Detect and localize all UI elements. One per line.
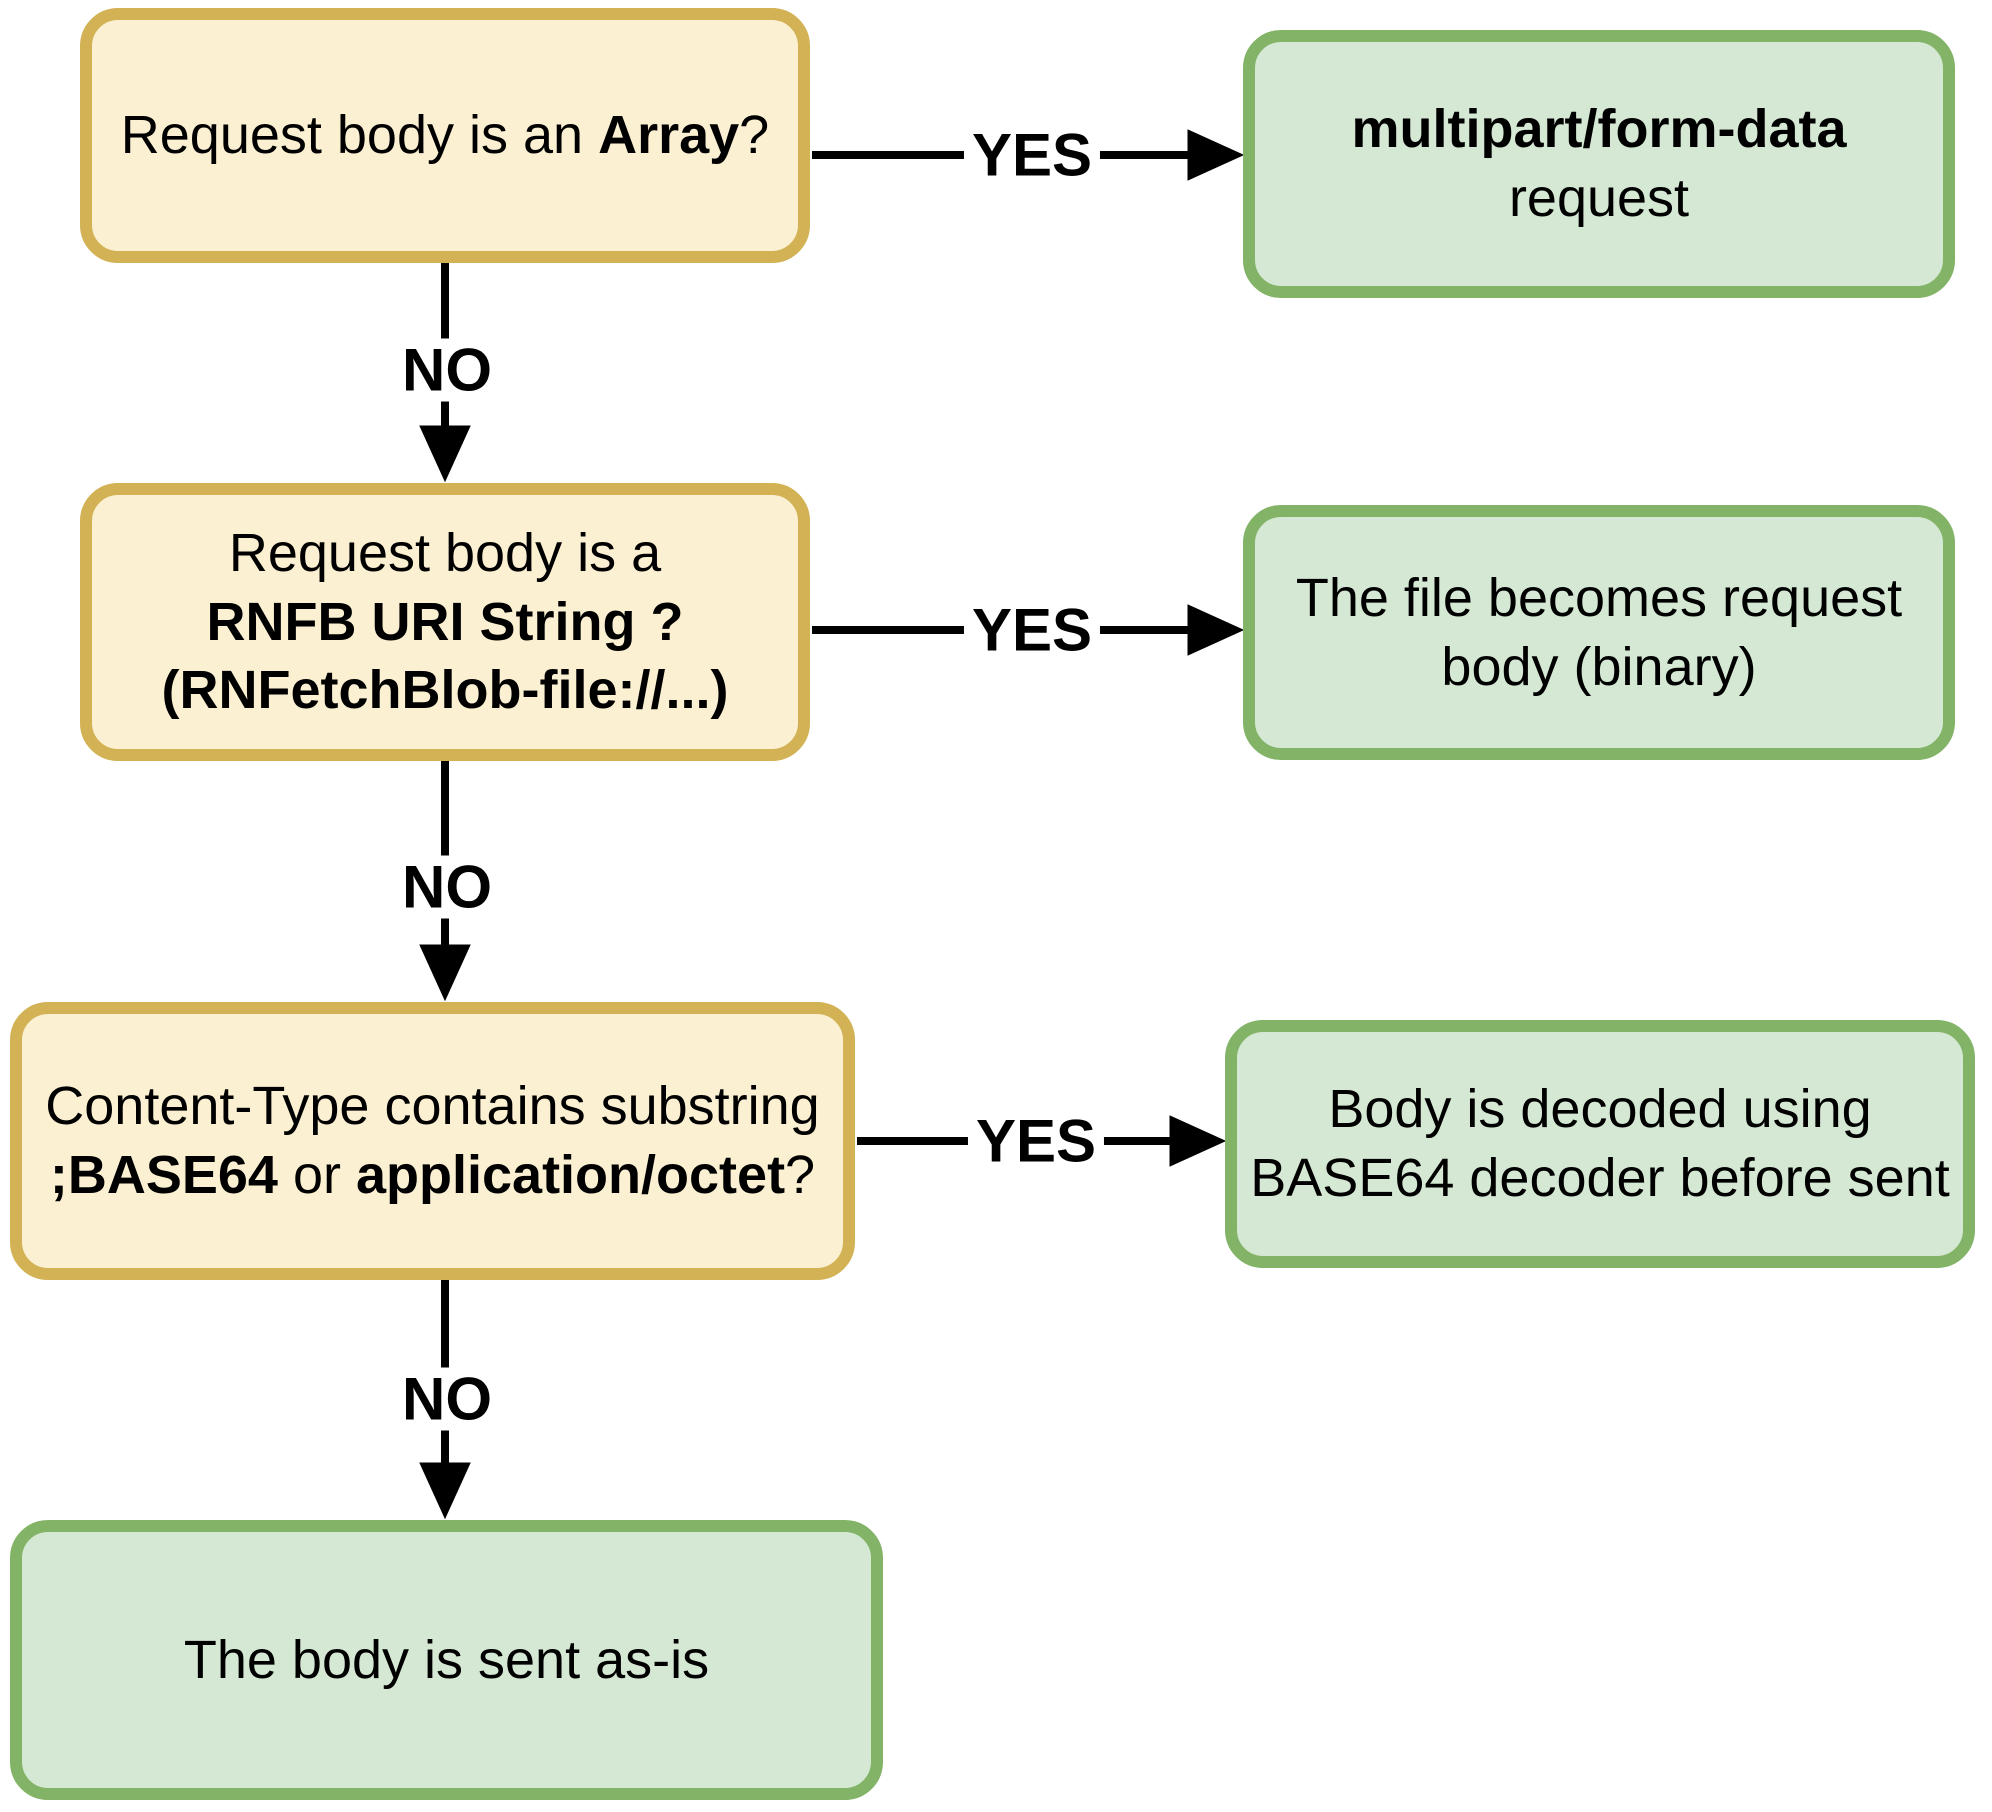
- result-node-body-sent-as-is: The body is sent as-is: [10, 1520, 883, 1800]
- text-regular: Request body is an: [120, 105, 599, 166]
- text-bold: RNFB URI String ?: [206, 591, 684, 652]
- result-node-text-line1: multipart/form-data: [1351, 95, 1846, 164]
- result-node-text-line1: Body is decoded using: [1328, 1079, 1872, 1140]
- text-bold: ;BASE64: [49, 1145, 278, 1205]
- decision-node-text-line2: RNFB URI String ?: [207, 588, 684, 657]
- result-node-text-line2: BASE64 decoder before sent: [1250, 1148, 1950, 1208]
- text-regular: ?: [739, 105, 770, 166]
- decision-node-text: Request body is an Array?: [121, 101, 769, 170]
- text-bold: multipart/form-data: [1351, 99, 1847, 160]
- edge-label-no-3: NO: [394, 1367, 500, 1431]
- edge-no3-arrowhead-icon: [419, 1462, 471, 1520]
- result-node-text-line2: request: [1508, 168, 1690, 228]
- result-node-multipart-form-data: multipart/form-data request: [1243, 30, 1955, 298]
- edge-no1-arrowhead-icon: [419, 425, 471, 483]
- decision-node-content-type-base64: Content-Type contains substring ;BASE64 …: [10, 1002, 855, 1280]
- decision-node-text-line1: Request body is a: [228, 523, 662, 584]
- edge-yes1-arrowhead-icon: [1187, 129, 1245, 181]
- result-node-text-line1: The file becomes request: [1295, 567, 1903, 628]
- text-bold: (RNFetchBlob-file://...): [161, 660, 729, 721]
- edge-label-yes-3: YES: [967, 1109, 1105, 1173]
- decision-node-text-line1: Content-Type contains substring: [45, 1076, 820, 1137]
- edge-yes3-arrowhead-icon: [1169, 1115, 1227, 1167]
- text-regular: or: [277, 1145, 356, 1205]
- result-node-text: The body is sent as-is: [183, 1629, 710, 1690]
- result-node-file-becomes-body: The file becomes request body (binary): [1243, 505, 1955, 760]
- decision-node-request-body-array: Request body is an Array?: [80, 8, 810, 263]
- edge-label-no-2: NO: [394, 855, 500, 919]
- edge-no2-arrowhead-icon: [419, 944, 471, 1002]
- decision-node-text-line3: (RNFetchBlob-file://...): [162, 656, 729, 725]
- result-node-text-line2: body (binary): [1441, 636, 1757, 697]
- decision-node-text-line2: ;BASE64 or application/octet?: [50, 1141, 815, 1210]
- edge-yes2-arrowhead-icon: [1187, 604, 1245, 656]
- text-regular: ?: [785, 1145, 816, 1205]
- edge-label-yes-2: YES: [963, 598, 1101, 662]
- decision-node-rnfb-uri-string: Request body is a RNFB URI String ? (RNF…: [80, 483, 810, 761]
- text-bold: Array: [598, 105, 740, 166]
- edge-label-yes-1: YES: [963, 123, 1101, 187]
- text-bold: application/octet: [356, 1145, 786, 1205]
- edge-label-no-1: NO: [394, 338, 500, 402]
- result-node-base64-decoded: Body is decoded using BASE64 decoder bef…: [1225, 1020, 1975, 1268]
